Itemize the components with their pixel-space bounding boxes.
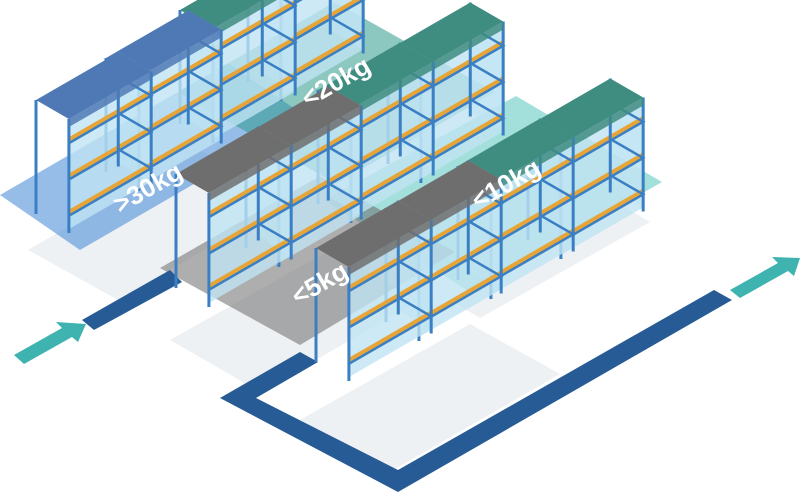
rack-boxes <box>138 120 222 174</box>
rack-boxes <box>348 310 432 364</box>
rack-boxes <box>278 160 362 214</box>
rack-boxes <box>420 76 504 130</box>
rack-roof-edge <box>490 137 574 193</box>
rack-lt10-a <box>316 42 436 223</box>
rack-boxes <box>490 228 574 282</box>
rack-lt20-b <box>246 0 366 101</box>
rack-boxes <box>490 155 574 210</box>
rack-roof-edge <box>212 0 277 37</box>
rack-roof <box>316 200 432 267</box>
rack-boxes <box>420 39 504 94</box>
rack-boxes <box>418 197 502 252</box>
rack-roof-edge <box>138 29 222 85</box>
rack-boxes <box>212 72 296 126</box>
rack-boxes <box>350 79 434 134</box>
rack-roof-edge <box>278 105 362 161</box>
rack-lt10-b <box>386 2 506 183</box>
rack-roof-edge <box>420 21 504 77</box>
rack-boxes <box>68 126 152 180</box>
rack-boxes <box>560 115 644 170</box>
main-path-route <box>220 290 732 492</box>
storage-racks <box>34 0 646 381</box>
flow-arrows <box>14 257 800 364</box>
conveyor-path <box>82 270 732 492</box>
entry-arrow-icon <box>14 322 86 364</box>
rack-boxes <box>280 30 364 84</box>
rack-roof <box>318 42 434 109</box>
rack-roof <box>36 52 152 119</box>
floor-shadow <box>300 324 560 472</box>
rack-boxes <box>418 234 502 288</box>
rack-boxes <box>418 270 502 324</box>
entry-path-segment <box>82 270 182 330</box>
rack-boxes <box>490 192 574 246</box>
rack-boxes <box>208 236 292 290</box>
rack-roof-edge <box>350 61 434 117</box>
rack-shelf <box>280 0 366 49</box>
rack-boxes <box>348 274 432 328</box>
rack-boxes <box>68 162 152 216</box>
rack-roof-edge <box>348 219 432 275</box>
rack-boxes <box>138 47 222 102</box>
rack-boxes <box>348 237 432 292</box>
rack-roof <box>176 126 292 193</box>
rack-roof <box>458 118 574 185</box>
rack-roof <box>106 10 222 77</box>
rack-lt5-d <box>384 160 504 341</box>
rack-boxes <box>208 200 292 254</box>
rack-boxes <box>68 89 152 144</box>
rack-roof-edge <box>560 97 644 153</box>
rack-boxes <box>420 112 504 166</box>
rack-roof-edge <box>68 71 152 127</box>
rack-boxes <box>278 196 362 250</box>
rack-roof-edge <box>208 145 292 201</box>
rack-gt30-b <box>104 10 224 191</box>
rack-lt20-a <box>178 0 298 143</box>
rack-roof-edge <box>418 179 502 235</box>
rack-boxes <box>560 188 644 242</box>
rack-boxes <box>350 116 434 170</box>
exit-arrow-icon <box>730 257 800 298</box>
rack-lt5-c <box>314 200 434 381</box>
rack-boxes <box>138 84 222 138</box>
rack-boxes <box>208 163 292 218</box>
rack-gt30-a <box>34 52 154 233</box>
rack-boxes <box>350 152 434 206</box>
rack-lt5-a <box>174 126 294 307</box>
rack-boxes <box>212 36 296 90</box>
rack-boxes <box>278 123 362 178</box>
rack-boxes <box>560 152 644 206</box>
